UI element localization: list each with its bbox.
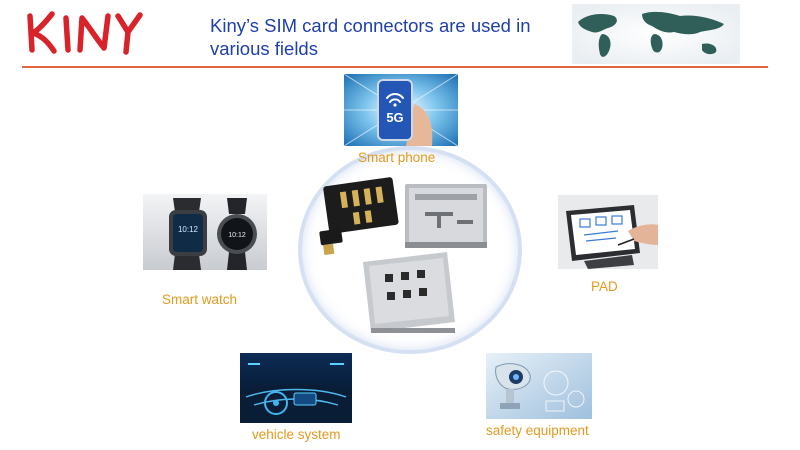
page-title: Kiny’s SIM card connectors are used in v…	[210, 15, 531, 59]
safety-equipment-image	[486, 353, 592, 419]
svg-text:10:12: 10:12	[178, 225, 199, 234]
field-label-safety-equipment: safety equipment	[486, 423, 589, 438]
vehicle-system-image	[240, 353, 352, 423]
sim-connectors-image	[305, 170, 505, 340]
field-label-smart-watch: Smart watch	[162, 292, 238, 307]
field-label-vehicle-system: vehicle system	[252, 427, 341, 442]
smart-phone-image: 5G	[344, 74, 458, 146]
pad-image	[558, 195, 658, 269]
smart-watch-image: 10:12 10:12	[143, 194, 267, 270]
field-label-pad: PAD	[591, 279, 618, 294]
svg-text:5G: 5G	[386, 110, 403, 125]
field-label-smart-phone: Smart phone	[358, 150, 436, 165]
svg-text:10:12: 10:12	[228, 232, 246, 239]
header-divider	[22, 66, 768, 68]
center-circle	[298, 146, 522, 354]
kiny-logo	[20, 6, 150, 58]
world-map-image	[572, 4, 740, 64]
